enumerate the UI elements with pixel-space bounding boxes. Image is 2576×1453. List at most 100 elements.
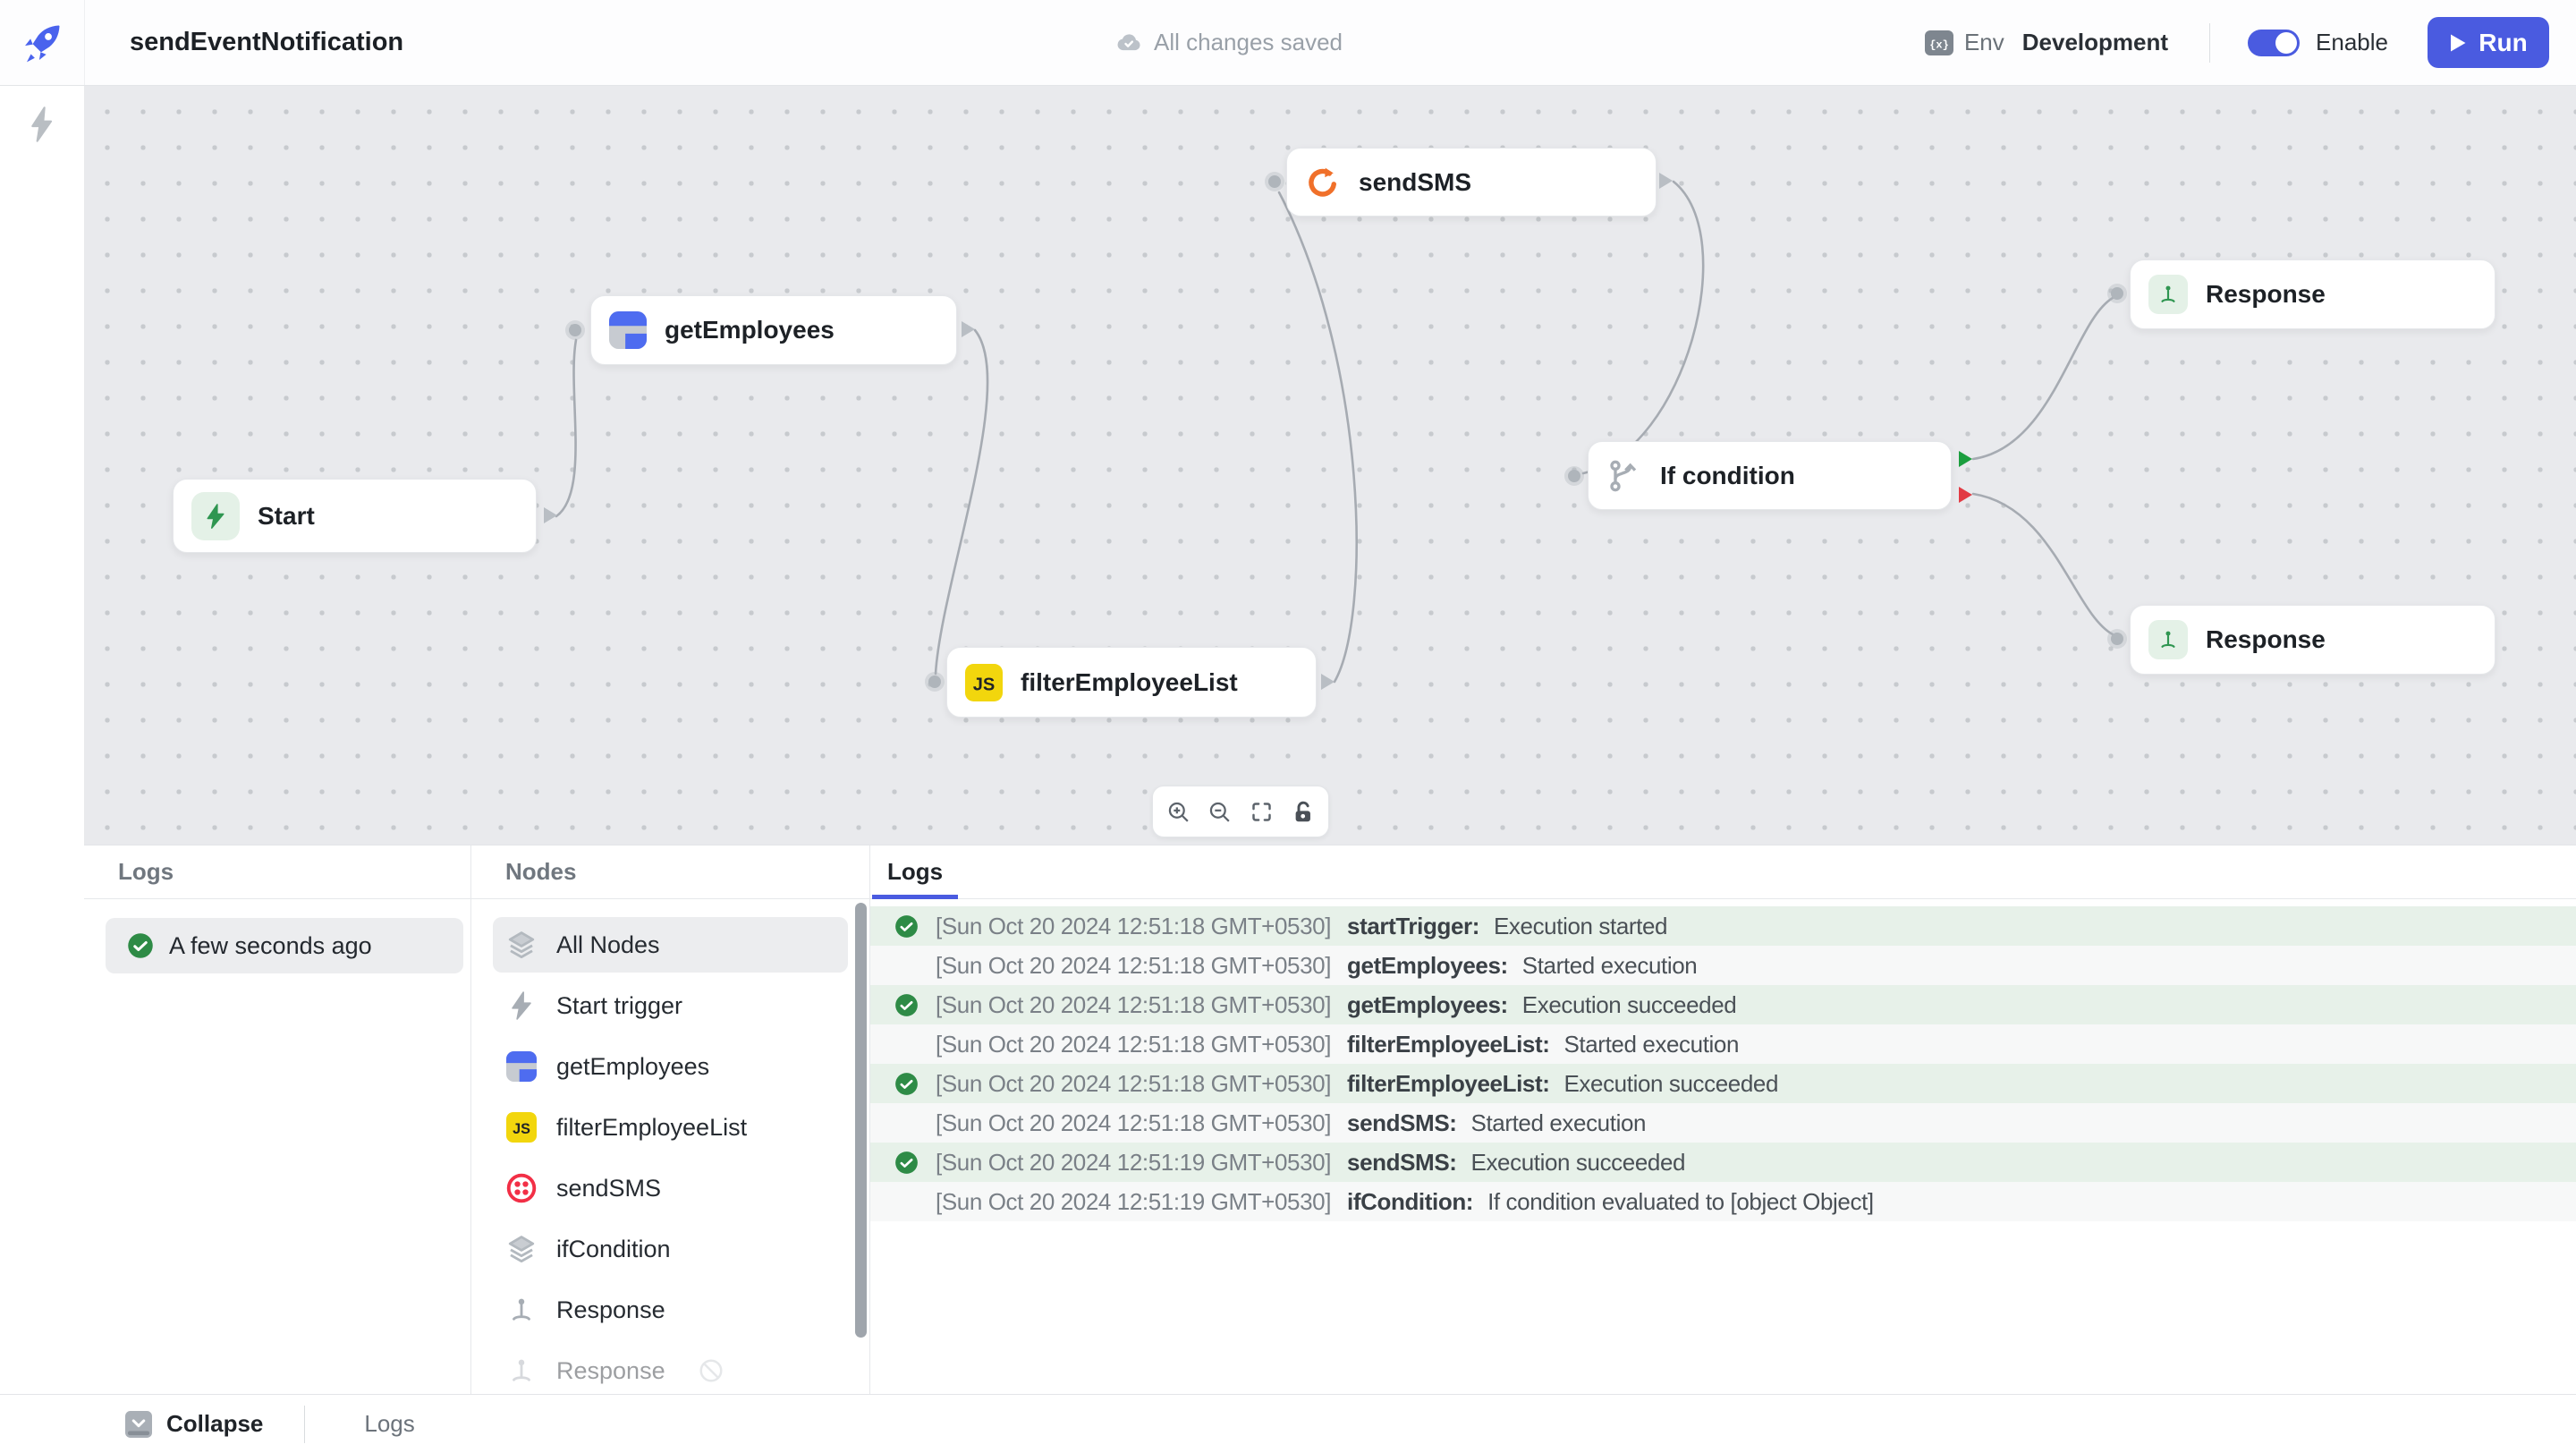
enable-toggle[interactable] (2248, 29, 2301, 56)
log-node-name: sendSMS: (1347, 1148, 1457, 1176)
nodes-panel-scrollbar[interactable] (855, 903, 867, 1338)
tab-logs-label: Logs (887, 858, 944, 885)
env-label: Env (1963, 29, 2004, 55)
nodes-list-item-all-nodes[interactable]: All Nodes (493, 917, 848, 973)
node-label: Start (258, 501, 315, 530)
input-port[interactable] (2111, 633, 2123, 645)
log-check-spacer (894, 1032, 919, 1057)
nodes-list-item-label: All Nodes (556, 930, 660, 958)
tab-logs[interactable]: Logs (872, 845, 959, 899)
zoom-out-button[interactable] (1204, 795, 1236, 828)
node-label: Response (2206, 280, 2326, 308)
nodes-list-item-label: filterEmployeeList (556, 1113, 748, 1141)
input-port[interactable] (2111, 287, 2123, 300)
node-icon-box (2148, 275, 2188, 314)
trigger-nav-button[interactable] (28, 106, 56, 1394)
js-icon: JS (506, 1112, 537, 1143)
nodes-list-item-label: Response (556, 1296, 665, 1323)
run-history-item[interactable]: A few seconds ago (106, 918, 463, 973)
rocket-icon (25, 24, 60, 62)
log-timestamp: [Sun Oct 20 2024 12:51:18 GMT+0530] (936, 1069, 1332, 1097)
log-row: [Sun Oct 20 2024 12:51:18 GMT+0530] filte… (870, 1064, 2576, 1103)
footer-logs-toggle[interactable]: Logs (364, 1410, 415, 1437)
nodes-panel-header: Nodes (471, 845, 869, 899)
log-row: [Sun Oct 20 2024 12:51:18 GMT+0530]start… (870, 906, 2576, 946)
play-icon (2451, 34, 2466, 51)
response-pin-icon (2157, 628, 2180, 651)
log-node-name: startTrigger: (1347, 912, 1479, 939)
input-port[interactable] (569, 324, 581, 336)
log-message: Execution succeeded (1470, 1148, 1686, 1176)
output-port-gray[interactable] (962, 321, 975, 337)
nodes-list-item-label: Response (556, 1356, 665, 1384)
js-icon: JS (965, 663, 1003, 701)
loop-icon (1305, 165, 1341, 200)
output-port-gray[interactable] (544, 507, 557, 523)
runs-panel-header: Logs (84, 845, 470, 899)
lock-icon (1291, 800, 1315, 824)
log-success-icon (894, 993, 919, 1017)
nodes-list-item-getemployees[interactable]: getEmployees (493, 1039, 848, 1094)
log-row: [Sun Oct 20 2024 12:51:18 GMT+0530]getEm… (870, 985, 2576, 1024)
branch-icon (1606, 458, 1642, 494)
collapse-label: Collapse (166, 1410, 264, 1437)
log-node-name: getEmployees: (1347, 951, 1508, 979)
nodes-list-item-start-trigger[interactable]: Start trigger (493, 978, 848, 1033)
log-node-name: ifCondition: (1347, 1187, 1474, 1215)
input-port[interactable] (1568, 470, 1580, 482)
node-label: filterEmployeeList (1021, 667, 1238, 696)
log-row: [Sun Oct 20 2024 12:51:18 GMT+0530]filte… (870, 1024, 2576, 1064)
fit-view-icon (1250, 800, 1274, 824)
ban-icon (698, 1357, 724, 1384)
node-label: getEmployees (665, 316, 835, 344)
runs-panel-title: Logs (118, 858, 174, 885)
fit-view-button[interactable] (1245, 795, 1277, 828)
flow-node-filterEmployeeList[interactable]: JS filterEmployeeList (946, 647, 1317, 718)
flow-node-response1[interactable]: Response (2130, 259, 2496, 329)
app-logo[interactable] (0, 0, 85, 85)
log-row: [Sun Oct 20 2024 12:51:19 GMT+0530]ifCon… (870, 1182, 2576, 1221)
run-button[interactable]: Run (2428, 17, 2549, 68)
nodes-list-item-response[interactable]: Response (493, 1282, 848, 1338)
save-status: All changes saved (1115, 0, 1343, 85)
log-timestamp: [Sun Oct 20 2024 12:51:18 GMT+0530] (936, 1109, 1332, 1136)
flow-node-response2[interactable]: Response (2130, 605, 2496, 675)
nodes-list-item-filteremployeelist[interactable]: JS filterEmployeeList (493, 1100, 848, 1155)
nodes-list-item-sendsms[interactable]: sendSMS (493, 1160, 848, 1216)
log-message: Execution started (1493, 912, 1668, 939)
cloud-check-icon (1117, 33, 1140, 50)
svg-text:JS: JS (973, 675, 996, 694)
output-port-green[interactable] (1959, 451, 1972, 467)
collapse-button[interactable]: Collapse (125, 1410, 263, 1438)
flow-node-start[interactable]: Start (173, 479, 537, 553)
env-value: Development (2021, 29, 2169, 55)
env-braces-icon: {x} (1924, 30, 1953, 55)
input-port[interactable] (1268, 175, 1281, 188)
input-port[interactable] (928, 676, 941, 688)
log-message: Started execution (1563, 1030, 1740, 1058)
zoom-in-button[interactable] (1162, 795, 1194, 828)
left-sidebar (0, 85, 85, 1394)
output-port-red[interactable] (1959, 487, 1972, 503)
lock-button[interactable] (1287, 795, 1319, 828)
nodes-list-item-ifcondition[interactable]: ifCondition (493, 1221, 848, 1277)
flow-node-ifCondition[interactable]: If condition (1588, 441, 1952, 510)
log-row: [Sun Oct 20 2024 12:51:19 GMT+0530]sendS… (870, 1143, 2576, 1182)
environment-selector[interactable]: {x} Env Development (1924, 29, 2169, 56)
node-label: Response (2206, 625, 2326, 653)
flow-node-getEmployees[interactable]: getEmployees (590, 295, 957, 365)
layers-icon (506, 1234, 537, 1264)
log-message: If condition evaluated to [object Object… (1487, 1187, 1874, 1215)
check-circle-icon (894, 1072, 919, 1096)
run-button-label: Run (2479, 28, 2528, 56)
log-row: [Sun Oct 20 2024 12:51:18 GMT+0530]sendS… (870, 1103, 2576, 1143)
log-timestamp: [Sun Oct 20 2024 12:51:18 GMT+0530] (936, 951, 1332, 979)
response-pin-icon (2157, 283, 2180, 306)
logs-panel: Logs [Sun Oct 20 2024 12:51:18 GMT+0530]… (870, 845, 2576, 1395)
log-node-name: filterEmployeeList: (1347, 1069, 1550, 1097)
output-port-gray[interactable] (1321, 674, 1335, 690)
check-circle-icon (894, 1151, 919, 1175)
flow-node-sendSMS[interactable]: sendSMS (1286, 148, 1657, 217)
svg-text:JS: JS (513, 1121, 530, 1137)
output-port-gray[interactable] (1659, 173, 1673, 189)
